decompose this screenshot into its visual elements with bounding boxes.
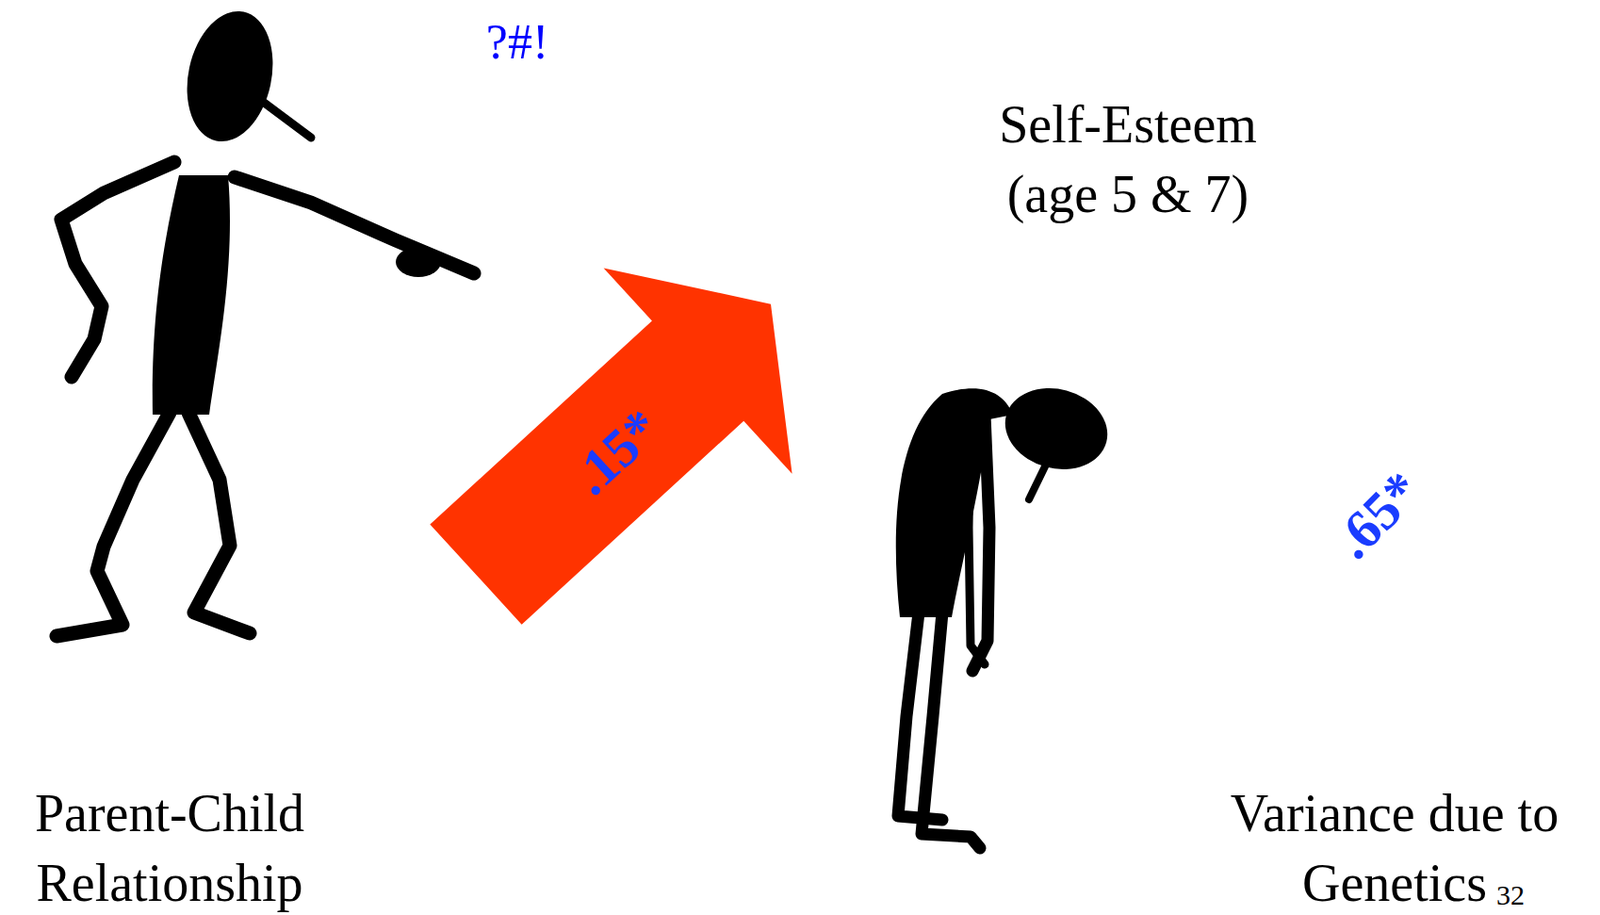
exclamation: ?#! — [486, 17, 549, 67]
parent-leg — [188, 412, 250, 634]
parent-hand — [395, 246, 441, 278]
child-arm — [972, 414, 990, 671]
child-arm — [968, 414, 985, 665]
node-label: Parent-Child Relationship — [0, 778, 340, 915]
figure-node: Self-Esteem (age 5 & 7) — [770, 84, 1299, 863]
figure-node: Parent-Child Relationship — [0, 0, 476, 915]
parent-leg — [56, 412, 170, 637]
child-body — [896, 388, 1013, 618]
slide-number: 32 — [1496, 881, 1525, 910]
parent-body — [152, 175, 230, 415]
child-leg — [921, 612, 980, 849]
coefficient: .65* — [1324, 462, 1432, 570]
child-figure — [896, 376, 1117, 849]
child-head — [995, 376, 1117, 481]
parent-head — [175, 2, 284, 149]
child-nose — [1028, 464, 1046, 500]
node-label: Self-Esteem (age 5 & 7) — [958, 89, 1298, 229]
block-arrow — [429, 268, 792, 625]
parent-figure — [56, 2, 474, 637]
parent-arm — [61, 162, 175, 377]
path-coefficient: .15* — [561, 399, 670, 505]
factor-label: Variance due to Genetics — [1196, 778, 1593, 915]
parent-nose — [262, 101, 311, 138]
